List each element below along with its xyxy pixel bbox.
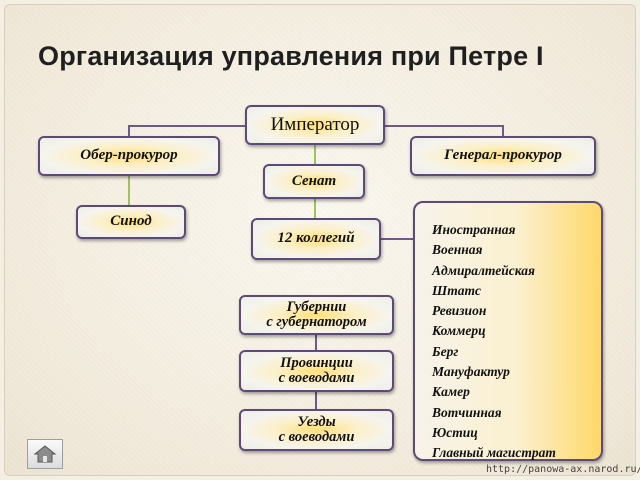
node-senat: Сенат	[263, 164, 365, 199]
node-uezdy-line-1: Уезды	[297, 413, 336, 430]
collegia-list: Иностранная Военная Адмиралтейская Штатс…	[413, 201, 603, 461]
collegia-item: Берг	[432, 343, 459, 359]
node-sinod: Синод	[76, 205, 186, 239]
node-provintsii-line-1: Провинции	[280, 354, 353, 371]
collegia-item: Коммерц	[432, 323, 486, 339]
node-provintsii-line-2: с воеводами	[278, 370, 355, 386]
node-emperor: Император	[245, 105, 385, 145]
home-button[interactable]	[27, 439, 63, 469]
link-emperor-ober	[128, 125, 245, 136]
node-ober-prokuror: Обер-прокурор	[38, 136, 220, 176]
collegia-item: Камер	[432, 384, 470, 400]
node-gubernii: Губернии с губернатором	[239, 295, 394, 335]
node-provintsii: Провинции с воеводами	[239, 350, 394, 392]
collegia-item: Иностранная	[432, 222, 516, 237]
node-12-colleges: 12 коллегий	[251, 218, 381, 260]
link-emperor-general	[385, 125, 504, 136]
collegia-item: Юстиц	[432, 424, 478, 440]
node-general-prokuror: Генерал-прокурор	[410, 136, 596, 176]
source-url: http://panowa-ax.narod.ru/	[486, 464, 640, 475]
home-icon	[33, 445, 57, 463]
collegia-item: Вотчинная	[432, 404, 502, 420]
collegia-item: Адмиралтейская	[432, 262, 535, 278]
collegia-item: Штатс	[432, 282, 481, 298]
node-uezdy: Уезды с воеводами	[239, 409, 394, 451]
collegia-item: Ревизион	[432, 303, 487, 319]
page-title: Организация управления при Петре I	[38, 41, 544, 71]
collegia-item: Главный магистрат	[432, 445, 556, 461]
node-gubernii-line-2: с губернатором	[266, 314, 367, 330]
collegia-item: Мануфактур	[432, 364, 510, 380]
node-gubernii-line-1: Губернии	[286, 298, 347, 315]
collegia-item: Военная	[432, 242, 483, 258]
node-uezdy-line-2: с воеводами	[278, 429, 355, 445]
